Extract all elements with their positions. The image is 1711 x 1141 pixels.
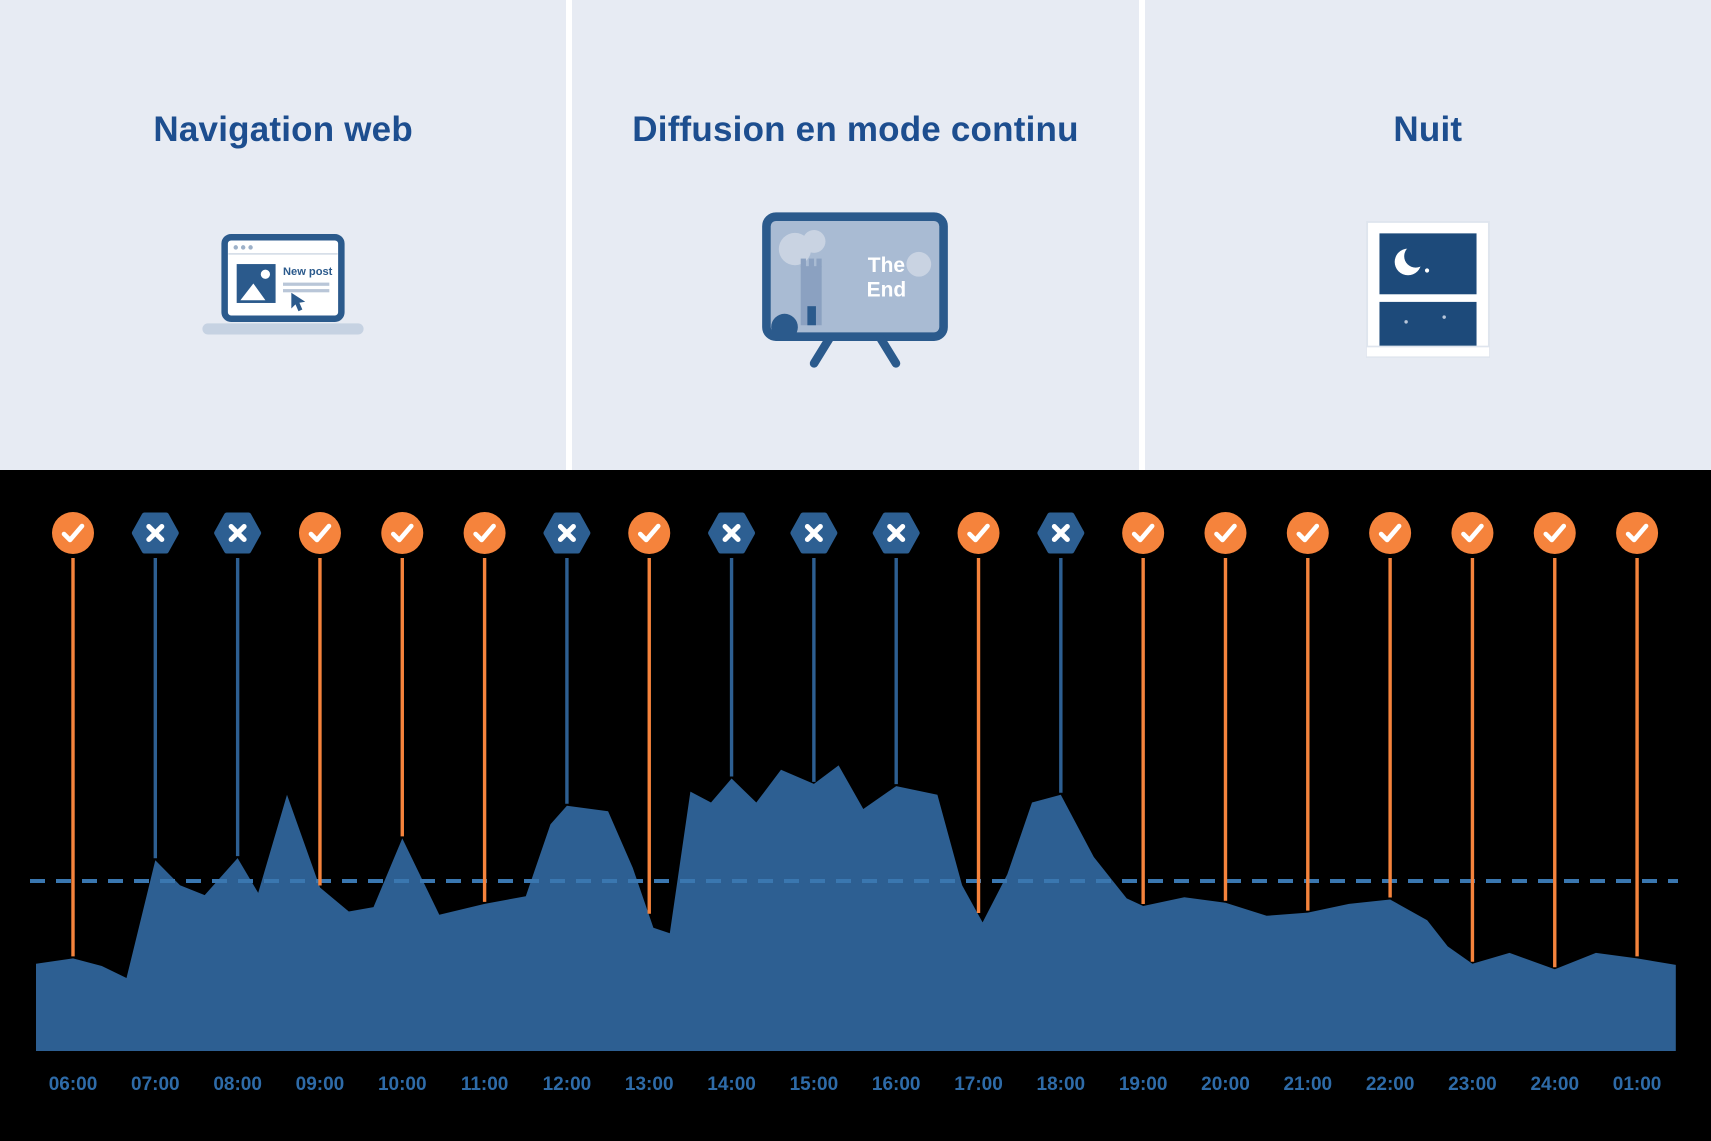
time-label: 08:00 [213, 1074, 262, 1095]
tv-icon-svg: The End [762, 212, 949, 368]
time-label: 24:00 [1530, 1074, 1579, 1095]
castle-tower-icon [801, 266, 823, 326]
panel-title-nuit: Nuit [1393, 110, 1463, 149]
status-check-icon [1451, 512, 1494, 554]
status-x-icon [708, 512, 756, 554]
panel-navigation-web: Navigation web New post [0, 0, 567, 470]
tv-icon: The End [755, 190, 955, 390]
chart-section: 06:00 07:00 08:00 09:00 10:00 11:00 12:00 13:00… [0, 470, 1711, 1141]
window-moon-icon-svg [1365, 221, 1490, 358]
status-check-icon [1369, 512, 1412, 554]
status-check-icon [52, 512, 94, 554]
tv-leg [810, 334, 835, 368]
time-label: 15:00 [790, 1074, 839, 1095]
time-label: 12:00 [543, 1074, 592, 1095]
time-label: 18:00 [1037, 1074, 1086, 1095]
cursor-icon [291, 292, 306, 312]
status-x-icon [214, 512, 262, 554]
time-label: 19:00 [1119, 1074, 1168, 1095]
panel-divider [566, 0, 573, 470]
laptop-icon: New post [195, 190, 371, 390]
panel-streaming: Diffusion en mode continu The End [572, 0, 1139, 470]
time-label: 11:00 [461, 1074, 509, 1095]
the-end-label-line1: The [868, 254, 905, 277]
timeline-chart: 06:00 07:00 08:00 09:00 10:00 11:00 12:00 13:00… [30, 512, 1678, 1095]
panel-nuit: Nuit [1144, 0, 1711, 470]
status-check-icon [628, 512, 671, 554]
time-label: 01:00 [1613, 1074, 1662, 1095]
time-label: 10:00 [378, 1074, 427, 1095]
time-label: 13:00 [625, 1074, 674, 1095]
status-check-icon [463, 512, 506, 554]
panel-divider [1138, 0, 1145, 470]
new-post-label: New post [283, 266, 333, 278]
time-label: 06:00 [49, 1074, 98, 1095]
the-end-label-line2: End [867, 279, 907, 302]
panel-title-streaming: Diffusion en mode continu [632, 110, 1079, 149]
bush-icon [771, 313, 799, 341]
status-check-icon [1616, 512, 1659, 554]
panel-title-navigation-web: Navigation web [153, 110, 413, 149]
star-icon [1424, 268, 1429, 273]
time-label: 20:00 [1201, 1074, 1250, 1095]
usage-area [36, 765, 1676, 1051]
status-x-icon [790, 512, 838, 554]
status-x-icon [131, 512, 179, 554]
status-check-icon [298, 512, 341, 554]
status-check-icon [1204, 512, 1247, 554]
cloud-icon [906, 251, 932, 277]
status-x-icon [872, 512, 920, 554]
status-check-icon [957, 512, 1000, 554]
time-label: 14:00 [707, 1074, 756, 1095]
time-label: 21:00 [1283, 1074, 1332, 1095]
status-check-icon [1286, 512, 1329, 554]
legend-section: Navigation web New post [0, 0, 1711, 470]
time-label: 22:00 [1366, 1074, 1415, 1095]
status-x-icon [1037, 512, 1085, 554]
laptop-icon-svg: New post [202, 233, 364, 335]
tv-leg [876, 334, 901, 368]
time-label: 17:00 [954, 1074, 1003, 1095]
time-label: 23:00 [1448, 1074, 1497, 1095]
status-check-icon [1122, 512, 1165, 554]
window-sill [1365, 345, 1490, 358]
time-label: 07:00 [131, 1074, 180, 1095]
status-check-icon [1533, 512, 1576, 554]
time-label: 16:00 [872, 1074, 921, 1095]
status-x-icon [543, 512, 591, 554]
window-moon-icon [1365, 190, 1490, 390]
time-label: 09:00 [296, 1074, 345, 1095]
status-check-icon [381, 512, 424, 554]
